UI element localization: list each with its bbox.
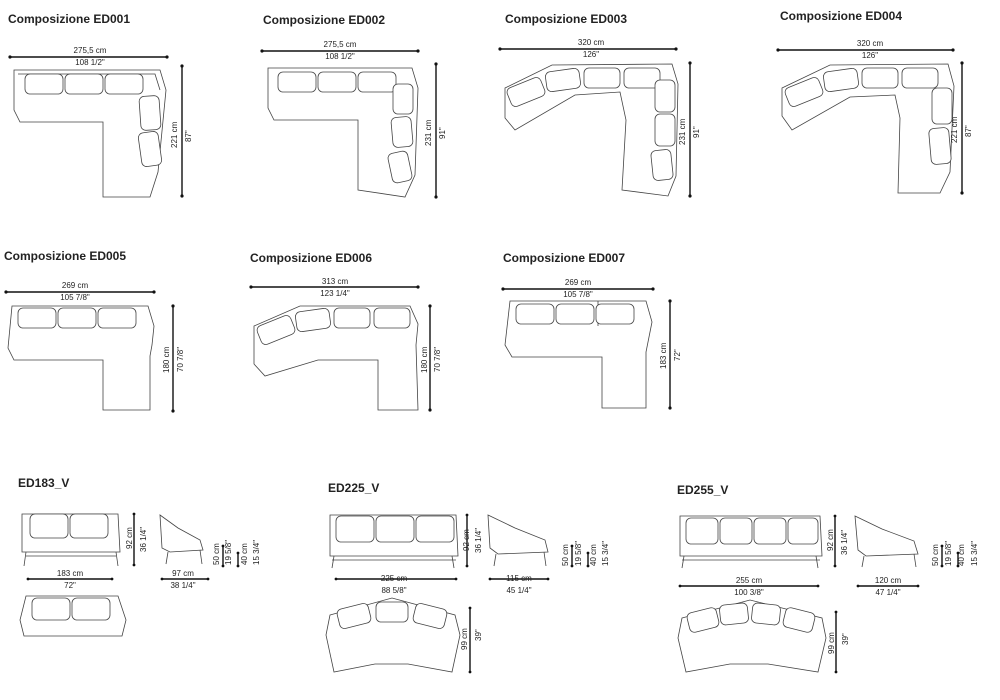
- depth-in: 45 1/4": [506, 586, 532, 595]
- ed006-plan: [249, 285, 432, 412]
- composition-title: Composizione ED001: [8, 12, 131, 26]
- ed255-plan: [677, 599, 838, 674]
- ed183-front: [21, 512, 136, 581]
- height-in: 91": [692, 126, 701, 138]
- ed007-plan: [501, 287, 672, 410]
- arm-height-in: 15 3/4": [252, 539, 261, 565]
- width-cm: 320 cm: [577, 38, 605, 47]
- composition-title: Composizione ED006: [250, 251, 373, 265]
- arm-height-cm: 40 cm: [589, 544, 598, 566]
- height-in: 91": [438, 127, 447, 139]
- seat-height-cm: 50 cm: [561, 544, 570, 566]
- ed183-side: [159, 514, 240, 581]
- model-title: ED255_V: [677, 483, 729, 497]
- height-cm: 92 cm: [462, 529, 471, 551]
- width-in: 108 1/2": [75, 58, 105, 67]
- ed183-plan: [19, 595, 127, 637]
- height-cm: 180 cm: [420, 346, 429, 373]
- width-cm: 275,5 cm: [323, 40, 357, 49]
- height-cm: 231 cm: [678, 118, 687, 145]
- height-in: 72": [673, 349, 682, 361]
- depth-cm: 97 cm: [172, 569, 194, 578]
- height-in: 36 1/4": [139, 526, 148, 552]
- height-in: 87": [184, 130, 193, 142]
- arm-height-in: 15 3/4": [970, 540, 979, 566]
- depth-cm: 120 cm: [874, 576, 902, 585]
- depth-in: 47 1/4": [875, 588, 901, 597]
- composition-title: Composizione ED004: [780, 9, 903, 23]
- width-cm: 269 cm: [61, 281, 89, 290]
- width-cm: 320 cm: [856, 39, 884, 48]
- composition-title: Composizione ED007: [503, 251, 626, 265]
- height-in: 36 1/4": [474, 527, 483, 553]
- height-cm: 92 cm: [826, 529, 835, 551]
- arm-height-in: 15 3/4": [601, 540, 610, 566]
- ed003-plan: [498, 47, 692, 198]
- ed255-side: [854, 515, 960, 588]
- seat-height-in: 19 5/8": [574, 540, 583, 566]
- plan-depth-in: 39": [841, 633, 850, 645]
- ed225-plan: [325, 597, 472, 674]
- arm-height-cm: 40 cm: [240, 543, 249, 565]
- width-in: 105 7/8": [60, 293, 90, 302]
- composition-title: Composizione ED003: [505, 12, 628, 26]
- width-in: 72": [64, 581, 76, 590]
- ed225-front: [329, 513, 469, 581]
- ed225-side: [487, 514, 590, 581]
- ed255-front: [678, 514, 837, 588]
- height-in: 36 1/4": [840, 529, 849, 555]
- plan-depth-in: 39": [474, 629, 483, 641]
- height-cm: 183 cm: [659, 342, 668, 369]
- composition-title: Composizione ED002: [263, 13, 386, 27]
- seat-height-in: 19 5/8": [944, 540, 953, 566]
- model-title: ED183_V: [18, 476, 70, 490]
- width-in: 126": [582, 50, 600, 59]
- depth-in: 38 1/4": [170, 581, 196, 590]
- height-cm: 221 cm: [170, 121, 179, 148]
- height-cm: 92 cm: [125, 527, 134, 549]
- arm-height-cm: 40 cm: [957, 544, 966, 566]
- ed001-plan: [8, 55, 184, 198]
- width-in: 108 1/2": [325, 52, 355, 61]
- height-in: 87": [964, 125, 973, 137]
- width-in: 88 5/8": [381, 586, 407, 595]
- width-in: 123 1/4": [320, 289, 350, 298]
- depth-cm: 115 cm: [506, 574, 532, 583]
- height-cm: 221 cm: [950, 116, 959, 143]
- width-cm: 183 cm: [56, 569, 84, 578]
- height-cm: 231 cm: [424, 119, 433, 146]
- width-cm: 255 cm: [735, 576, 763, 585]
- height-in: 70 7/8": [433, 346, 442, 372]
- width-in: 105 7/8": [563, 290, 593, 299]
- width-in: 126": [861, 51, 879, 60]
- plan-depth-cm: 99 cm: [827, 632, 836, 654]
- ed002-plan: [260, 49, 438, 199]
- width-cm: 275,5 cm: [73, 46, 107, 55]
- width-cm: 225 cm: [380, 574, 408, 583]
- composition-title: Composizione ED005: [4, 249, 127, 263]
- model-title: ED225_V: [328, 481, 380, 495]
- ed004-plan: [776, 48, 964, 195]
- height-in: 70 7/8": [176, 346, 185, 372]
- height-cm: 180 cm: [162, 346, 171, 373]
- width-cm: 269 cm: [564, 278, 592, 287]
- width-cm: 313 cm: [321, 277, 349, 286]
- ed005-plan: [4, 290, 175, 413]
- seat-height-cm: 50 cm: [931, 544, 940, 566]
- width-in: 100 3/8": [734, 588, 764, 597]
- seat-height-cm: 50 cm: [212, 543, 221, 565]
- plan-depth-cm: 99 cm: [460, 628, 469, 650]
- seat-height-in: 19 5/8": [224, 539, 233, 565]
